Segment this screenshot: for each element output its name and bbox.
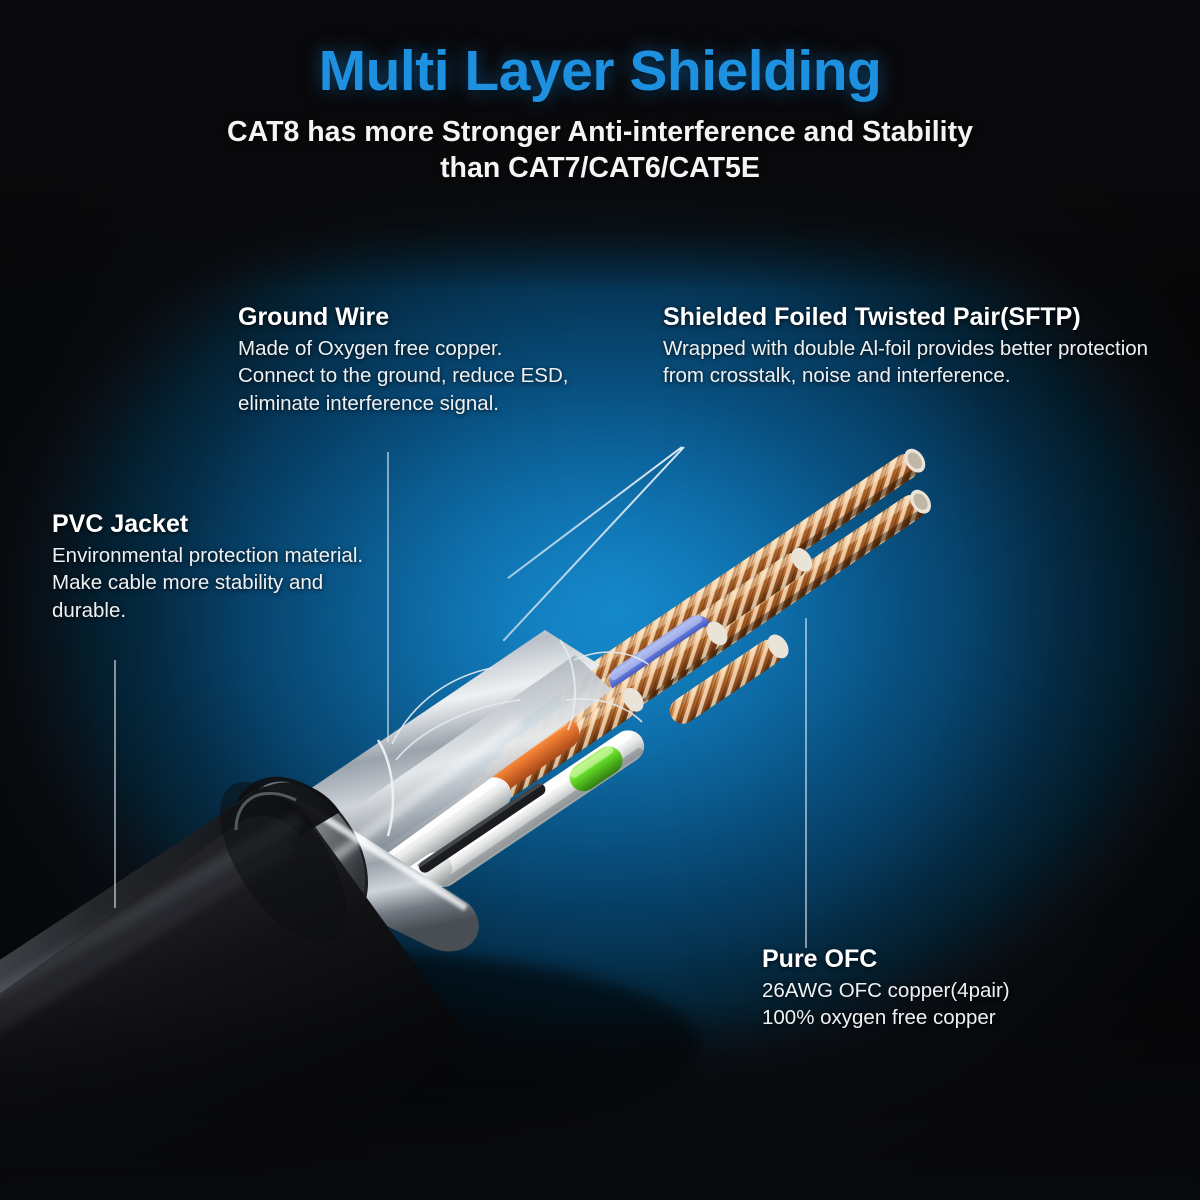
annotation-body: Wrapped with double Al-foil provides bet… [663,337,1149,388]
annotation-body: Environmental protection material. Make … [52,544,364,622]
subtitle-line-1: CAT8 has more Stronger Anti-interference… [227,116,973,148]
foil-fold-edge [376,739,395,837]
twisted-pair-conductors [297,448,931,968]
ground-wire-filaments [391,651,649,761]
annotation-pure-ofc: Pure OFC 26AWG OFC copper(4pair) 100% ox… [762,945,1092,1032]
annotation-body: Made of Oxygen free copper. Connect to t… [238,337,569,415]
leader-line-pvc-jacket [114,660,116,908]
background-bottom-fade [0,1000,1200,1200]
drain-wire-dark [417,781,546,873]
annotation-body-line-1: 26AWG OFC copper(4pair) [762,979,1010,1002]
page-title: Multi Layer Shielding [318,39,882,103]
page-subtitle: CAT8 has more Stronger Anti-interference… [0,115,1200,187]
leader-line-pure-ofc [805,618,807,948]
background-top-fade [0,0,1200,290]
leader-line-ground-wire [387,452,389,742]
annotation-heading: PVC Jacket [52,510,189,538]
annotation-heading: Pure OFC [762,945,878,973]
annotation-pvc-jacket: PVC Jacket Environmental protection mate… [52,510,372,624]
annotation-heading: Shielded Foiled Twisted Pair(SFTP) [663,303,1081,331]
conductor-pair-3b [669,634,789,724]
annotation-heading: Ground Wire [238,303,390,331]
annotation-sftp: Shielded Foiled Twisted Pair(SFTP) Wrapp… [663,303,1175,390]
annotation-body-line-2: 100% oxygen free copper [762,1006,996,1030]
insulation-green [569,746,623,792]
annotation-ground-wire: Ground Wire Made of Oxygen free copper. … [238,303,578,417]
subtitle-line-2: than CAT7/CAT6/CAT5E [440,151,760,184]
